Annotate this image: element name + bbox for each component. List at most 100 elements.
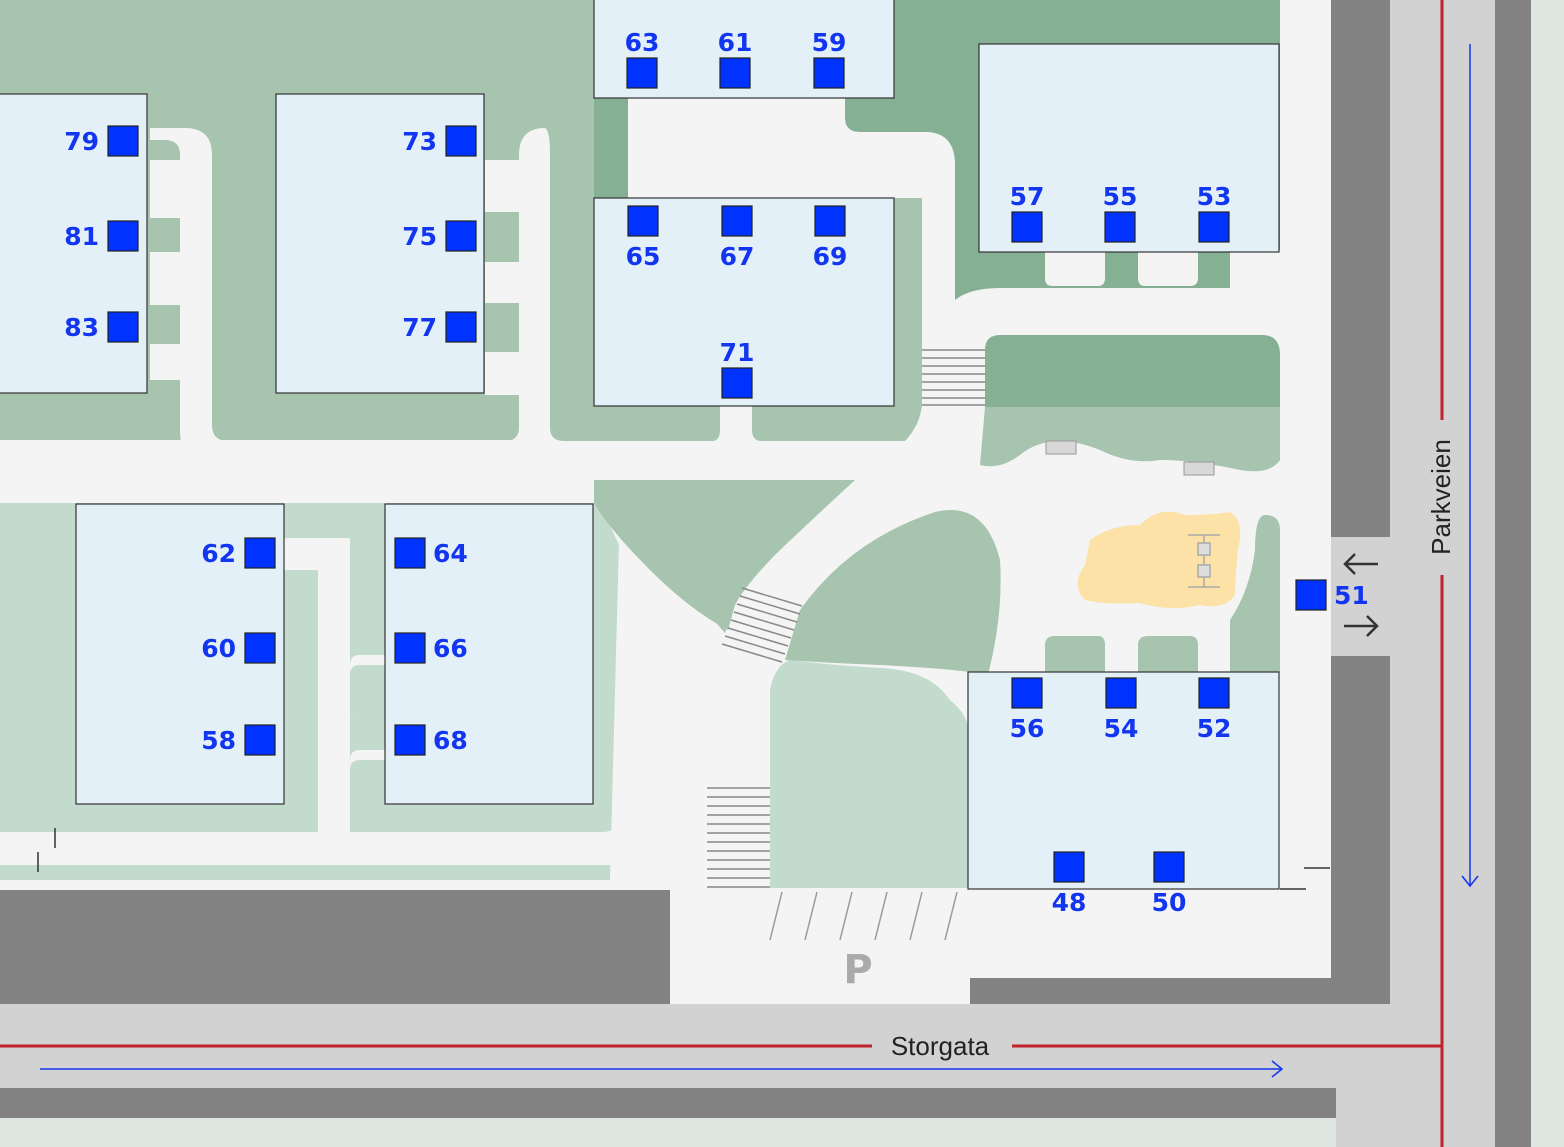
- entrance-marker: [1053, 851, 1085, 883]
- entrance-number: 66: [433, 634, 468, 663]
- entrance-68: 68: [394, 724, 468, 756]
- red-boundary-lines: [0, 0, 1444, 1147]
- entrance-marker: [814, 205, 846, 237]
- crosswalk-diagonal: [721, 587, 803, 663]
- entrance-marker: [1295, 579, 1327, 611]
- entrance-marker: [445, 311, 477, 343]
- entrance-50: 50: [1152, 851, 1187, 917]
- entrance-73: 73: [402, 125, 477, 157]
- entrance-marker: [244, 724, 276, 756]
- entrance-83: 83: [64, 311, 139, 343]
- entrance-marker: [445, 125, 477, 157]
- entrance-54: 54: [1104, 677, 1139, 743]
- entrance-number: 51: [1334, 581, 1369, 610]
- entrance-59: 59: [812, 28, 847, 89]
- entrance-77: 77: [402, 311, 477, 343]
- entrance-number: 58: [201, 726, 236, 755]
- entrance-number: 62: [201, 539, 236, 568]
- entrance-marker: [719, 57, 751, 89]
- entrance-marker: [1011, 211, 1043, 243]
- entrance-number: 73: [402, 127, 437, 156]
- entrance-number: 68: [433, 726, 468, 755]
- entrance-marker: [626, 57, 658, 89]
- entrance-55: 55: [1103, 182, 1138, 243]
- entrance-81: 81: [64, 220, 139, 252]
- parkveien-label-bg: [1425, 420, 1459, 575]
- entrance-60: 60: [201, 632, 276, 664]
- entrance-marker: [107, 220, 139, 252]
- bench: [1183, 461, 1215, 476]
- entrance-marker: [1104, 211, 1136, 243]
- entrance-marker: [813, 57, 845, 89]
- entrance-number: 55: [1103, 182, 1138, 211]
- entrance-marker: [1153, 851, 1185, 883]
- entrance-marker: [721, 367, 753, 399]
- crosswalk-bottom: [707, 787, 770, 888]
- entrance-number: 60: [201, 634, 236, 663]
- entrance-61: 61: [718, 28, 753, 89]
- entrance-number: 64: [433, 539, 468, 568]
- entrance-number: 81: [64, 222, 99, 251]
- entrance-71: 71: [720, 338, 755, 399]
- entrance-64: 64: [394, 537, 468, 569]
- entrance-marker: [1011, 677, 1043, 709]
- entrance-number: 77: [402, 313, 437, 342]
- entrance-52: 52: [1197, 677, 1232, 743]
- two-way-arrow-icon: [1343, 553, 1379, 637]
- entrance-57: 57: [1010, 182, 1045, 243]
- entrance-number: 69: [813, 242, 848, 271]
- entrance-number: 65: [626, 242, 661, 271]
- entrance-number: 83: [64, 313, 99, 342]
- entrance-marker: [1105, 677, 1137, 709]
- street-label-storgata: Storgata: [891, 1031, 990, 1061]
- parking-stalls: [769, 891, 958, 941]
- playground-swing: [1188, 534, 1220, 588]
- entrance-number: 71: [720, 338, 755, 367]
- entrance-marker: [244, 632, 276, 664]
- entrance-number: 59: [812, 28, 847, 57]
- entrance-62: 62: [201, 537, 276, 569]
- street-label-parkveien: Parkveien: [1426, 439, 1456, 555]
- crosswalk-top: [922, 349, 985, 406]
- entrance-number: 52: [1197, 714, 1232, 743]
- entrance-69: 69: [813, 205, 848, 271]
- entrance-marker: [394, 537, 426, 569]
- entrance-number: 54: [1104, 714, 1139, 743]
- parking-label: P: [843, 947, 872, 993]
- entrance-number: 61: [718, 28, 753, 57]
- entrance-number: 75: [402, 222, 437, 251]
- entrance-marker: [1198, 211, 1230, 243]
- entrance-number: 57: [1010, 182, 1045, 211]
- entrance-number: 50: [1152, 888, 1187, 917]
- entrance-number: 56: [1010, 714, 1045, 743]
- sandbox: [1077, 511, 1241, 609]
- entrance-67: 67: [720, 205, 754, 271]
- entrance-75: 75: [402, 220, 477, 252]
- entrance-number: 48: [1052, 888, 1087, 917]
- entrance-51: 51: [1295, 579, 1369, 611]
- entrance-marker: [1198, 677, 1230, 709]
- entrance-marker: [107, 311, 139, 343]
- storgata-label-bg: [872, 1030, 1012, 1062]
- gate-marks: [37, 828, 1330, 890]
- direction-arrow-parkveien: [1461, 44, 1479, 888]
- bench: [1045, 440, 1077, 455]
- entrance-53: 53: [1197, 182, 1232, 243]
- entrance-56: 56: [1010, 677, 1045, 743]
- entrance-number: 79: [64, 127, 99, 156]
- entrance-marker: [627, 205, 659, 237]
- entrance-number: 63: [625, 28, 660, 57]
- entrance-63: 63: [625, 28, 660, 89]
- entrance-marker: [394, 632, 426, 664]
- direction-arrow-storgata: [40, 1060, 1284, 1078]
- entrance-number: 53: [1197, 182, 1232, 211]
- entrances: 63 61 59 65 67 69 71 57 55 53 79 81 83 73 75 77 62 60 58 64…: [64, 28, 1369, 917]
- entrance-marker: [721, 205, 753, 237]
- entrance-marker: [107, 125, 139, 157]
- entrance-marker: [445, 220, 477, 252]
- entrance-marker: [244, 537, 276, 569]
- entrance-65: 65: [626, 205, 661, 271]
- entrance-58: 58: [201, 724, 276, 756]
